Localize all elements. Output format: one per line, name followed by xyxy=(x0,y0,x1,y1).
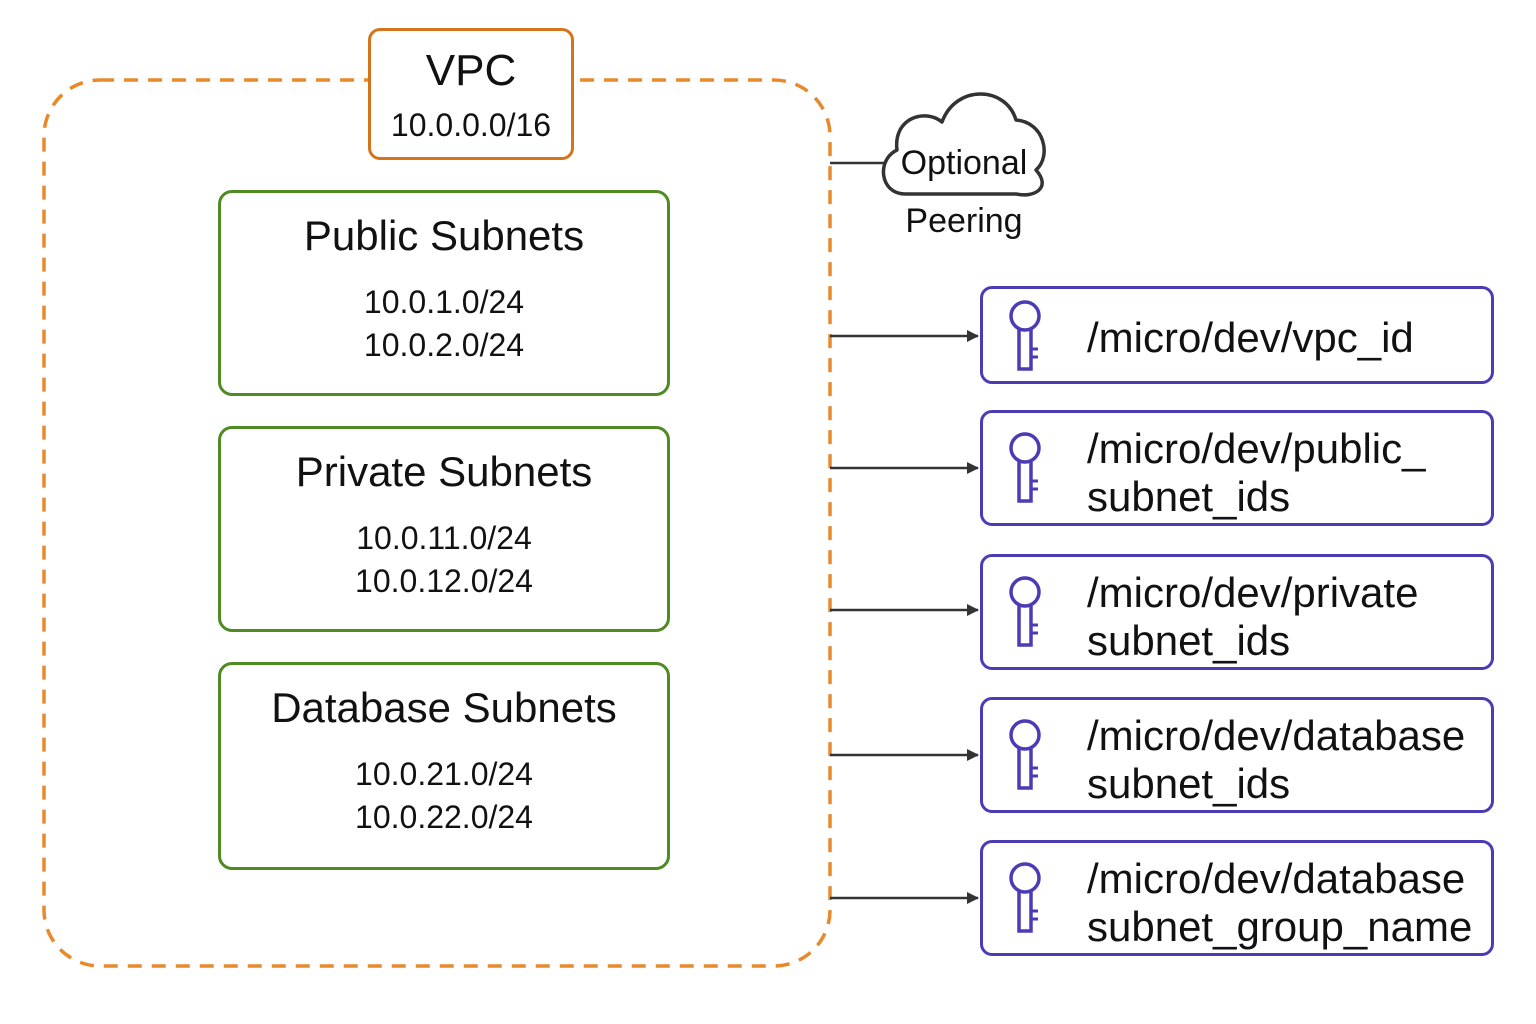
parameter-private-subnet-ids: /micro/dev/private subnet_ids xyxy=(980,554,1494,670)
vpc-cidr: 10.0.0.0/16 xyxy=(390,107,552,143)
public-subnets-box: Public Subnets 10.0.1.0/24 10.0.2.0/24 xyxy=(218,190,670,396)
subnet-cidr: 10.0.2.0/24 xyxy=(363,327,525,363)
subnet-cidr: 10.0.11.0/24 xyxy=(356,520,532,556)
database-subnets-box: Database Subnets 10.0.21.0/24 10.0.22.0/… xyxy=(218,662,670,870)
subnet-cidr: 10.0.12.0/24 xyxy=(355,563,533,599)
vpc-title: VPC xyxy=(425,46,517,95)
subnet-title: Public Subnets xyxy=(303,212,585,259)
subnet-title: Database Subnets xyxy=(271,684,617,731)
parameter-name: /micro/dev/database xyxy=(1087,712,1466,759)
subnet-title: Private Subnets xyxy=(295,448,593,495)
parameter-database-subnet-ids: /micro/dev/database subnet_ids xyxy=(980,697,1494,813)
private-subnets-box: Private Subnets 10.0.11.0/24 10.0.12.0/2… xyxy=(218,426,670,632)
key-icon xyxy=(1009,300,1041,371)
parameter-public-subnet-ids: /micro/dev/public_ subnet_ids xyxy=(980,410,1494,526)
subnet-cidr: 10.0.1.0/24 xyxy=(363,284,525,320)
parameter-name: subnet_ids xyxy=(1087,473,1291,520)
subnet-cidr: 10.0.22.0/24 xyxy=(355,799,533,835)
key-icon xyxy=(1009,432,1041,503)
parameter-name: subnet_ids xyxy=(1087,617,1291,664)
parameter-name: /micro/dev/vpc_id xyxy=(1087,314,1414,361)
vpc-box: VPC 10.0.0.0/16 xyxy=(368,28,574,160)
parameter-name: subnet_ids xyxy=(1087,760,1291,807)
parameter-vpc-id: /micro/dev/vpc_id xyxy=(980,286,1494,384)
key-icon xyxy=(1009,576,1041,647)
parameter-name: /micro/dev/database xyxy=(1087,855,1466,902)
parameter-name: /micro/dev/public_ xyxy=(1087,425,1426,472)
parameter-name: /micro/dev/private xyxy=(1087,569,1419,616)
peering-label: Peering xyxy=(905,202,1023,240)
key-icon xyxy=(1009,862,1041,933)
parameter-database-subnet-group-name: /micro/dev/database subnet_group_name xyxy=(980,840,1494,956)
cloud-label: Optional xyxy=(900,144,1028,182)
key-icon xyxy=(1009,719,1041,790)
cloud-icon xyxy=(881,92,1046,197)
subnet-cidr: 10.0.21.0/24 xyxy=(355,756,533,792)
parameter-name: subnet_group_name xyxy=(1087,903,1473,950)
